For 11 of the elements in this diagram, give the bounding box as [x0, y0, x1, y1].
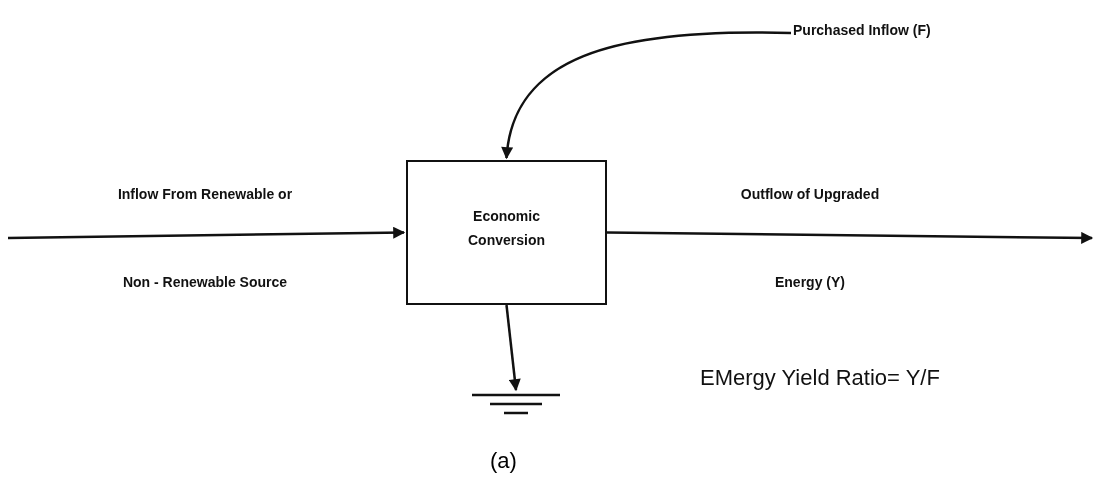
formula-note: EMergy Yield Ratio= Y/F [700, 365, 940, 391]
caption: (a) [490, 448, 517, 474]
arrow [502, 31, 791, 160]
arrow [505, 304, 521, 392]
flow-label: Purchased Inflow (F) [793, 22, 943, 44]
arrow [8, 226, 406, 240]
edge-label: Outflow of Upgraded Energy (Y) [739, 185, 881, 292]
edge-label: Inflow From Renewable or Non - Renewable Source [116, 185, 294, 292]
process-box [406, 160, 607, 305]
box-label: Economic Conversion [467, 207, 546, 250]
arrow [607, 231, 1094, 244]
